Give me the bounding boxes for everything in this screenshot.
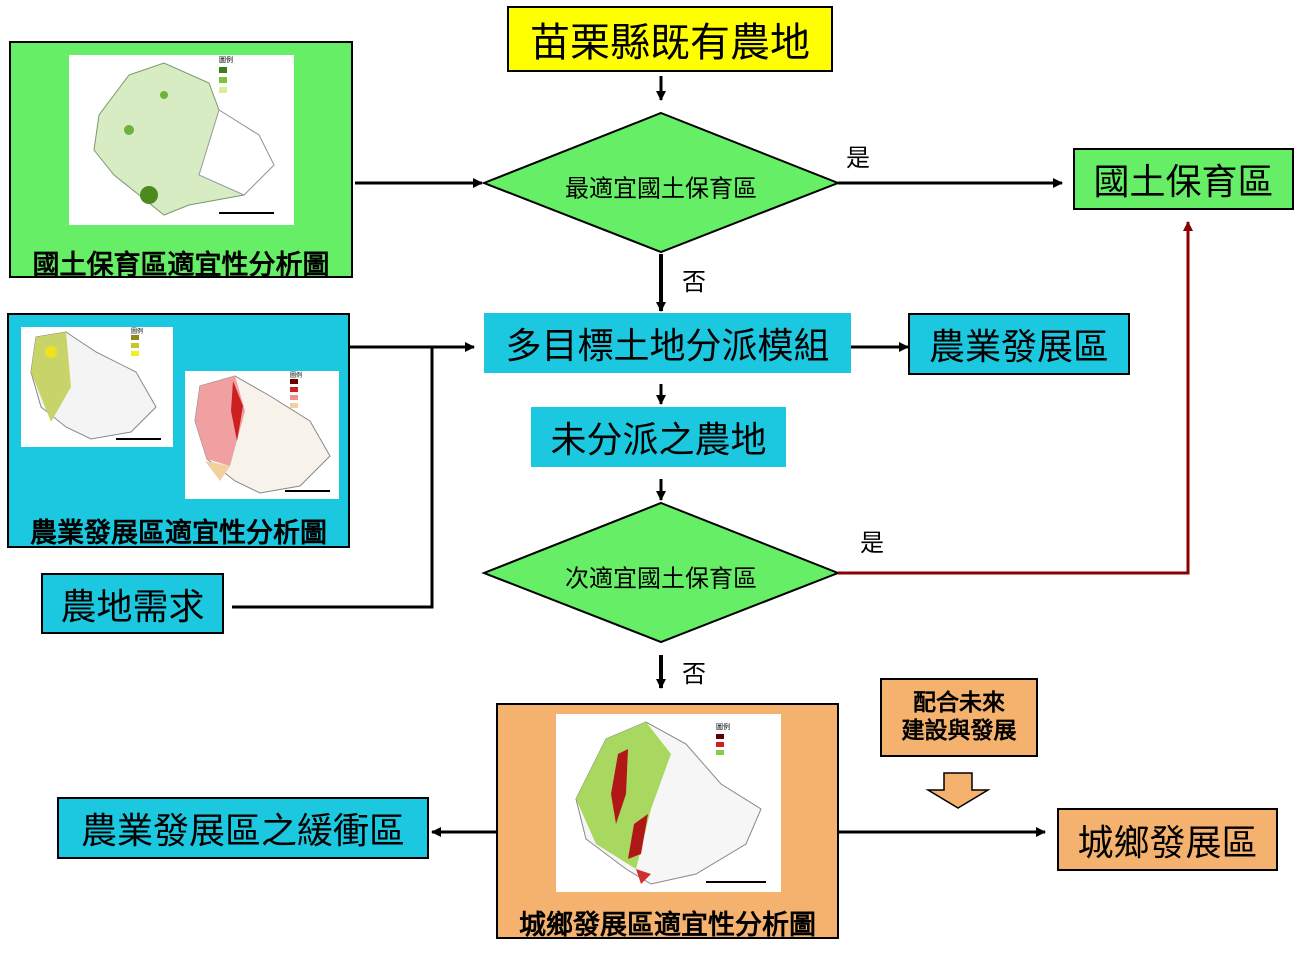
arrow-d2-yes [838, 221, 1193, 575]
arrow-farm-demand-to-module [232, 347, 434, 609]
urban-legend-title: 圖例 [716, 723, 730, 731]
agri-map-caption: 農業發展區適宜性分析圖 [30, 518, 327, 549]
start-node: 苗栗縣既有農地 [507, 6, 833, 72]
conservation-map-graphic [93, 62, 275, 216]
urban-map-graphic [575, 721, 766, 885]
agri-legend-title-2: 圖例 [290, 372, 303, 379]
conservation-legend-title: 圖例 [219, 56, 233, 64]
future-note-line-2: 建設與發展 [901, 717, 1017, 744]
block-down-arrow [925, 772, 991, 809]
d1-yes-label: 是 [846, 144, 870, 172]
agri-map-panel: 圖例 圖例 農業發展區適宜性分析圖 [7, 313, 350, 549]
conservation-zone-node: 國土保育區 [1073, 148, 1294, 210]
agri-map-image-1: 圖例 [21, 327, 173, 447]
urban-zone-node: 城鄉發展區 [1057, 808, 1278, 871]
agri-legend-title-1: 圖例 [131, 328, 144, 335]
urban-map-panel: 圖例 城鄉發展區適宜性分析圖 [496, 703, 839, 941]
decision-2-label: 次適宜國土保育區 [565, 564, 757, 593]
agri-zone-node: 農業發展區 [908, 313, 1130, 375]
urban-map-image: 圖例 [556, 714, 781, 892]
d1-no-label: 否 [682, 268, 706, 296]
future-note-line-1: 配合未來 [913, 689, 1005, 716]
agri-map-graphic-2 [194, 375, 331, 494]
d2-no-label: 否 [682, 660, 706, 688]
unassigned-farmland-node: 未分派之農地 [531, 407, 786, 467]
farm-demand-node: 農地需求 [41, 573, 224, 634]
conservation-map-caption: 國土保育區適宜性分析圖 [32, 250, 330, 281]
future-development-note: 配合未來 建設與發展 [880, 678, 1038, 757]
decision-1-label: 最適宜國土保育區 [565, 174, 757, 203]
conservation-map-panel: 圖例 國土保育區適宜性分析圖 [9, 41, 353, 281]
allocation-module-node: 多目標土地分派模組 [484, 313, 851, 373]
urban-map-caption: 城鄉發展區適宜性分析圖 [519, 910, 816, 941]
conservation-map-image: 圖例 [69, 55, 294, 225]
decision-diamond-1 [481, 111, 841, 254]
agri-map-image-2: 圖例 [185, 371, 339, 499]
agri-map-graphic-1 [30, 331, 161, 440]
buffer-zone-node: 農業發展區之緩衝區 [57, 797, 429, 859]
d2-yes-label: 是 [860, 529, 884, 557]
decision-diamond-2 [481, 501, 841, 644]
